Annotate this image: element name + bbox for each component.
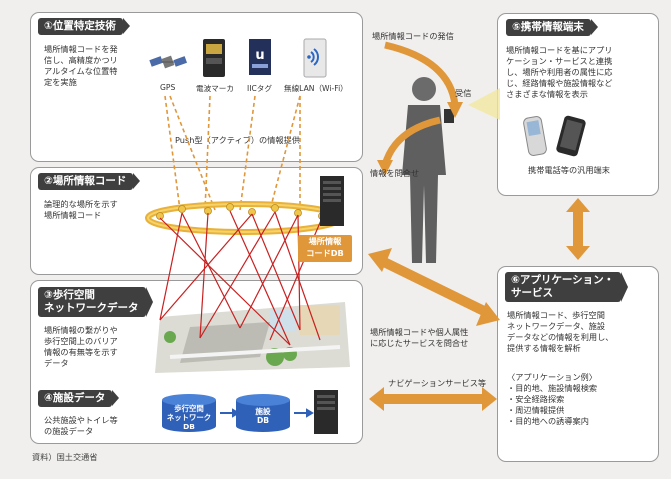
device-label-radio-marker: 電波マーカ	[196, 84, 234, 93]
push-info-label: Push型（アクティブ）の情報提供	[175, 135, 300, 145]
walking-network-db-icon	[162, 394, 216, 432]
application-examples: 〈アプリケーション例〉 ・目的地、施設情報検索 ・安全経路探索 ・周辺情報提供 …	[507, 372, 598, 426]
header-facility-data: ④施設データ	[38, 390, 120, 407]
header-application-service: ⑥アプリケーション・ サービス	[505, 272, 629, 302]
flow-label-service-query: 場所情報コードや個人属性 に応じたサービスを問合せ	[370, 327, 469, 348]
radio-marker-icon	[203, 39, 225, 77]
application-service-desc: 場所情報コード、歩行空間 ネットワークデータ、施設 データなどの情報を利用し、 …	[507, 310, 614, 353]
walking-network-db-label: 歩行空間 ネットワーク DB	[166, 404, 212, 431]
mobile-phone-icon	[523, 115, 586, 157]
header-location-code: ②場所情報コード	[38, 173, 141, 190]
flow-label-query: 情報を問合せ	[370, 168, 420, 178]
svg-text:u: u	[255, 48, 264, 63]
location-code-db-server-icon	[320, 176, 344, 226]
walking-network-desc: 場所情報の繋がりや 歩行空間上のバリア 情報の有無等を示す データ	[44, 325, 118, 368]
facility-data-desc: 公共施設やトイレ等 の施設データ	[44, 415, 118, 436]
flow-label-send: 場所情報コードの発信	[372, 31, 454, 41]
facility-db-icon	[236, 394, 290, 432]
wifi-access-point-icon	[303, 38, 327, 78]
card-location-tech	[30, 12, 363, 162]
header-walking-network: ③歩行空間 ネットワークデータ	[38, 287, 152, 317]
device-label-iic-tag: IICタグ	[247, 84, 272, 93]
flow-label-navigation: ナビゲーションサービス等	[388, 378, 487, 388]
mobile-terminal-desc: 場所情報コードを基にアプリ ケーション・サービスと連携 し、場所や利用者の属性に…	[506, 45, 613, 99]
gps-satellite-icon	[149, 55, 188, 69]
facility-db-label: 施設 DB	[255, 407, 271, 425]
header-location-tech: ①位置特定技術	[38, 18, 130, 35]
walking-space-map-illustration	[155, 302, 350, 373]
device-label-gps: GPS	[160, 83, 176, 92]
mobile-terminal-caption: 携帯電話等の汎用端末	[528, 165, 610, 175]
facility-db-server-icon	[314, 390, 338, 434]
card-mobile-terminal	[497, 13, 659, 196]
person-silhouette	[402, 77, 454, 263]
iic-tag-icon: u	[249, 39, 271, 75]
location-code-desc: 論理的な場所を示す 場所情報コード	[44, 199, 118, 220]
flow-label-receive: 受信	[455, 88, 472, 98]
device-label-wifi: 無線LAN（Wi-Fi）	[284, 84, 348, 93]
location-code-db-label: 場所情報 コードDB	[298, 235, 352, 262]
location-tech-desc: 場所情報コードを発 信し、高精度かつリ アルタイムな位置特 定を実施	[44, 44, 118, 87]
source-credit: 資料）国土交通省	[32, 452, 98, 462]
header-mobile-terminal: ⑤携帯情報端末	[506, 19, 598, 36]
